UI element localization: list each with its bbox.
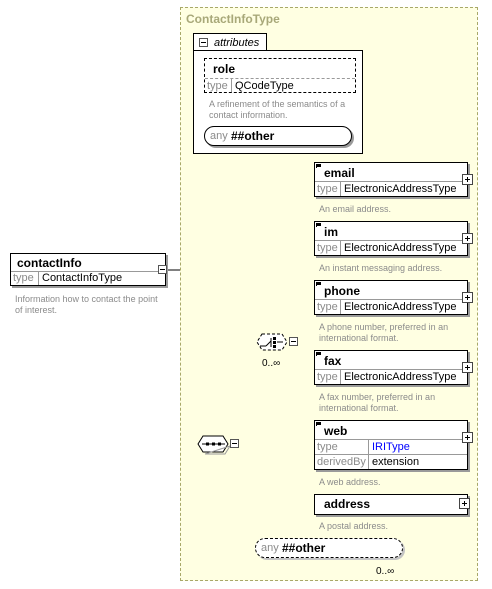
role-description-line-1: A refinement of the semantics of a: [209, 99, 346, 109]
web-description: A web address.: [319, 477, 469, 488]
expand-phone-button[interactable]: [462, 292, 473, 303]
web-type-row: [315, 439, 467, 454]
fax-name: fax: [324, 354, 342, 368]
web-type-divider: [368, 440, 369, 469]
expand-address-button[interactable]: [459, 498, 470, 509]
phone-type-divider: [340, 300, 341, 314]
fax-type-row: [315, 369, 467, 384]
expand-web-button[interactable]: [462, 432, 473, 443]
choice-compositor[interactable]: [256, 333, 288, 351]
root-element-name: contactInfo: [17, 256, 82, 270]
web-derived-value: extension: [372, 456, 420, 468]
role-type-value: QCodeType: [235, 80, 294, 92]
email-element-icon: [316, 164, 321, 168]
im-type-value: ElectronicAddressType: [344, 242, 457, 254]
phone-type-row: [315, 299, 467, 314]
role-attribute-box[interactable]: [204, 58, 356, 93]
role-attribute-name: role: [213, 62, 236, 76]
any-element-label: ##other: [282, 541, 326, 555]
root-type-divider: [38, 272, 39, 285]
expand-email-button[interactable]: [462, 174, 473, 185]
any-element-prefix: any: [261, 542, 279, 554]
fax-type-value: ElectronicAddressType: [344, 371, 457, 383]
web-type-value[interactable]: IRIType: [372, 441, 410, 453]
email-type-divider: [340, 182, 341, 196]
root-type-key: type: [13, 272, 34, 284]
email-name: email: [324, 166, 355, 180]
sequence-icon: [197, 435, 232, 455]
fax-description-line-2: international format.: [319, 403, 399, 413]
root-element-box[interactable]: [10, 253, 166, 286]
any-attribute-label: ##other: [231, 129, 275, 143]
element-email[interactable]: [314, 162, 468, 197]
email-type-value: ElectronicAddressType: [344, 183, 457, 195]
fax-type-key: type: [317, 371, 338, 383]
role-type-row: [205, 78, 355, 92]
role-type-key: type: [207, 80, 228, 92]
root-description-line-1: Information how to contact the point: [15, 294, 158, 304]
sequence-compositor[interactable]: [197, 435, 232, 455]
im-description-line-1: An instant messaging address.: [319, 263, 443, 273]
collapse-sequence-button[interactable]: [230, 439, 239, 448]
address-description-line-1: A postal address.: [319, 521, 389, 531]
im-element-icon: [316, 223, 321, 227]
phone-description-line-2: international format.: [319, 333, 399, 343]
web-derived-key: derivedBy: [317, 456, 366, 468]
im-name: im: [324, 225, 339, 239]
attributes-tab[interactable]: [193, 33, 267, 51]
fax-description-line-1: A fax number, preferred in an: [319, 392, 436, 402]
role-type-divider: [231, 79, 232, 92]
complex-type-title: ContactInfoType: [186, 12, 280, 26]
any-element-occurrence: 0..∞: [376, 566, 395, 577]
web-derived-row: [315, 454, 467, 469]
email-type-row: [315, 181, 467, 196]
element-web[interactable]: [314, 420, 468, 470]
phone-name: phone: [324, 284, 360, 298]
phone-type-key: type: [317, 301, 338, 313]
im-type-divider: [340, 241, 341, 255]
web-element-icon: [316, 422, 321, 426]
fax-type-divider: [340, 370, 341, 384]
any-attribute-box[interactable]: [204, 126, 352, 146]
address-description: A postal address.: [319, 521, 469, 532]
element-phone[interactable]: [314, 280, 468, 315]
element-fax[interactable]: [314, 350, 468, 385]
im-type-row: [315, 240, 467, 255]
role-description-line-2: contact information.: [209, 110, 288, 120]
collapse-choice-button[interactable]: [289, 337, 298, 346]
expand-fax-button[interactable]: [462, 362, 473, 373]
im-description: An instant messaging address.: [319, 263, 469, 274]
element-im[interactable]: [314, 221, 468, 256]
web-name: web: [324, 424, 348, 438]
root-description: Information how to contact the point of …: [15, 294, 175, 316]
collapse-root-button[interactable]: [158, 265, 167, 274]
any-attribute-prefix: any: [210, 130, 228, 142]
role-description: A refinement of the semantics of a conta…: [209, 99, 361, 121]
root-type-value: ContactInfoType: [42, 272, 123, 284]
email-type-key: type: [317, 183, 338, 195]
choice-occurrence: 0..∞: [262, 358, 281, 369]
phone-element-icon: [316, 282, 321, 286]
email-description-line-1: An email address.: [319, 204, 392, 214]
web-type-key: type: [317, 441, 338, 453]
root-type-row: [11, 271, 165, 285]
expand-im-button[interactable]: [462, 233, 473, 244]
web-description-line-1: A web address.: [319, 477, 381, 487]
any-element-box[interactable]: [255, 538, 403, 558]
attributes-tab-label: attributes: [214, 37, 260, 49]
fax-element-icon: [316, 352, 321, 356]
im-type-key: type: [317, 242, 338, 254]
phone-type-value: ElectronicAddressType: [344, 301, 457, 313]
email-description: An email address.: [319, 204, 469, 215]
collapse-attributes-button[interactable]: [199, 38, 208, 47]
fax-description: A fax number, preferred in an internatio…: [319, 392, 469, 414]
root-description-line-2: of interest.: [15, 305, 58, 315]
address-name: address: [324, 497, 371, 511]
choice-icon: [256, 333, 288, 351]
phone-description-line-1: A phone number, preferred in an: [319, 322, 449, 332]
phone-description: A phone number, preferred in an internat…: [319, 322, 469, 344]
